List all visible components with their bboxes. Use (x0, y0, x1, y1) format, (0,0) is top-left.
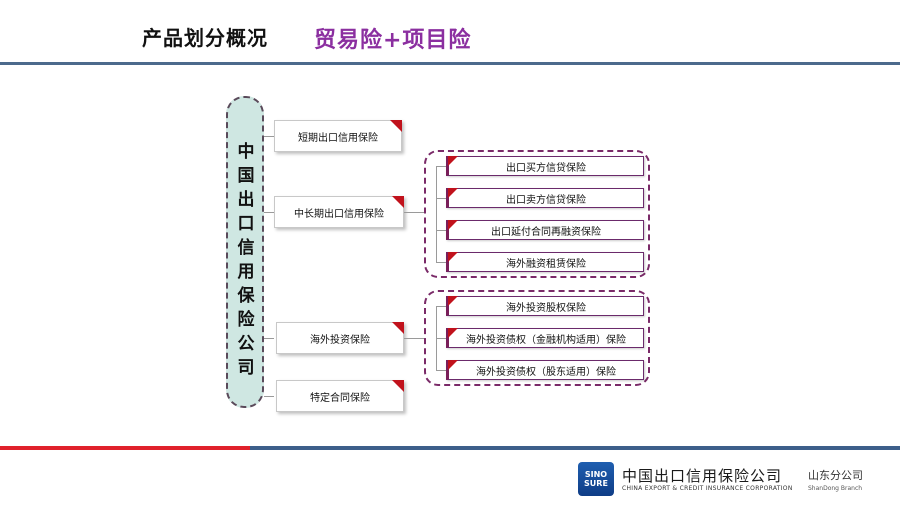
connector-line (436, 198, 446, 199)
corner-fold-icon (448, 220, 458, 230)
page-subtitle: 贸易险+项目险 (314, 28, 472, 53)
subproduct-label: 出口买方信贷保险 (506, 162, 586, 174)
subproduct-item: 海外融资租赁保险 (446, 252, 644, 272)
company-name: 中国出口信用保险公司 (237, 142, 255, 378)
subproduct-label: 出口延付合同再融资保险 (491, 226, 601, 238)
connector-line (404, 338, 426, 339)
footer-branch-cn: 山东分公司 (808, 469, 863, 482)
subproduct-label: 海外投资债权（股东适用）保险 (476, 366, 616, 378)
connector-line (436, 306, 446, 307)
corner-fold-icon (448, 360, 458, 370)
footer-company-en: CHINA EXPORT & CREDIT INSURANCE CORPORAT… (622, 485, 793, 492)
company-node (226, 96, 264, 408)
product-special-contract: 特定合同保险 (276, 380, 404, 412)
subproduct-label: 海外融资租赁保险 (506, 258, 586, 270)
connector-line (264, 136, 274, 137)
overseas-subgroup (424, 290, 650, 386)
product-medium-long-term: 中长期出口信用保险 (274, 196, 404, 228)
product-label: 特定合同保险 (310, 392, 370, 404)
page-title: 产品划分概况 (142, 26, 268, 50)
connector-line (404, 212, 426, 213)
subproduct-label: 海外投资股权保险 (506, 302, 586, 314)
connector-line (436, 338, 446, 339)
logo-text-line2: SURE (584, 479, 608, 488)
connector-line (436, 230, 446, 231)
subproduct-item: 海外投资债权（金融机构适用）保险 (446, 328, 644, 348)
corner-fold-icon (392, 196, 404, 208)
footer-divider-blue (250, 446, 900, 450)
connector-line (436, 166, 446, 167)
group-spine-line (436, 166, 437, 262)
connector-line (264, 212, 274, 213)
corner-fold-icon (448, 328, 458, 338)
subproduct-item: 出口买方信贷保险 (446, 156, 644, 176)
connector-line (436, 262, 446, 263)
subproduct-label: 出口卖方信贷保险 (506, 194, 586, 206)
connector-line (264, 338, 274, 339)
header-divider (0, 62, 900, 65)
subproduct-label: 海外投资债权（金融机构适用）保险 (466, 334, 626, 346)
subproduct-item: 出口延付合同再融资保险 (446, 220, 644, 240)
sinosure-logo: SINO SURE (578, 462, 614, 496)
product-label: 短期出口信用保险 (298, 132, 378, 144)
subproduct-item: 海外投资债权（股东适用）保险 (446, 360, 644, 380)
subproduct-item: 出口卖方信贷保险 (446, 188, 644, 208)
corner-fold-icon (392, 322, 404, 334)
corner-fold-icon (390, 120, 402, 132)
product-overseas-investment: 海外投资保险 (276, 322, 404, 354)
product-short-term: 短期出口信用保险 (274, 120, 402, 152)
footer-divider-red (0, 446, 250, 450)
product-label: 海外投资保险 (310, 334, 370, 346)
subproduct-item: 海外投资股权保险 (446, 296, 644, 316)
product-label: 中长期出口信用保险 (294, 208, 384, 220)
footer-branch-en: ShanDong Branch (808, 485, 863, 492)
footer-company-cn: 中国出口信用保险公司 (622, 467, 783, 485)
logo-text-line1: SINO (584, 470, 608, 479)
connector-line (264, 396, 274, 397)
corner-fold-icon (448, 296, 458, 306)
corner-fold-icon (448, 156, 458, 166)
corner-fold-icon (448, 188, 458, 198)
corner-fold-icon (448, 252, 458, 262)
connector-line (436, 370, 446, 371)
corner-fold-icon (392, 380, 404, 392)
medium-long-subgroup (424, 150, 650, 278)
